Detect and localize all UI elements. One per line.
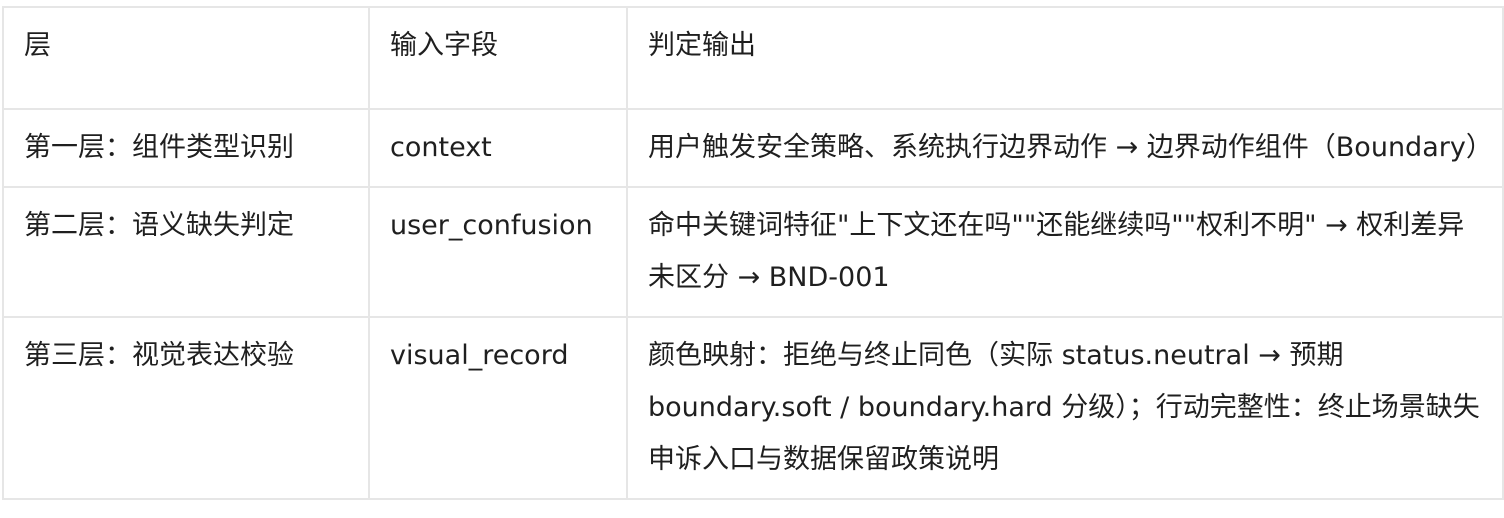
table-row: 第三层：视觉表达校验 visual_record 颜色映射：拒绝与终止同色（实际…: [2, 316, 1504, 500]
header-decision-output: 判定输出: [626, 6, 1504, 110]
header-input-field: 输入字段: [368, 6, 628, 110]
cell-input-field: context: [368, 108, 628, 188]
cell-layer: 第二层：语义缺失判定: [2, 186, 370, 318]
cell-input-field: user_confusion: [368, 186, 628, 318]
cell-input-field: visual_record: [368, 316, 628, 500]
table-header: 层 输入字段 判定输出: [2, 6, 1504, 110]
header-row: 层 输入字段 判定输出: [2, 6, 1504, 110]
table-row: 第二层：语义缺失判定 user_confusion 命中关键词特征"上下文还在吗…: [2, 186, 1504, 318]
cell-decision-output: 命中关键词特征"上下文还在吗""还能继续吗""权利不明" → 权利差异未区分 →…: [626, 186, 1504, 318]
table-body: 第一层：组件类型识别 context 用户触发安全策略、系统执行边界动作 → 边…: [2, 108, 1504, 500]
table-row: 第一层：组件类型识别 context 用户触发安全策略、系统执行边界动作 → 边…: [2, 108, 1504, 188]
decision-table-container: 层 输入字段 判定输出 第一层：组件类型识别 context 用户触发安全策略、…: [2, 6, 1504, 500]
header-layer: 层: [2, 6, 370, 110]
cell-decision-output: 用户触发安全策略、系统执行边界动作 → 边界动作组件（Boundary）: [626, 108, 1504, 188]
cell-layer: 第一层：组件类型识别: [2, 108, 370, 188]
cell-layer: 第三层：视觉表达校验: [2, 316, 370, 500]
decision-table: 层 输入字段 判定输出 第一层：组件类型识别 context 用户触发安全策略、…: [2, 6, 1504, 500]
cell-decision-output: 颜色映射：拒绝与终止同色（实际 status.neutral → 预期 boun…: [626, 316, 1504, 500]
